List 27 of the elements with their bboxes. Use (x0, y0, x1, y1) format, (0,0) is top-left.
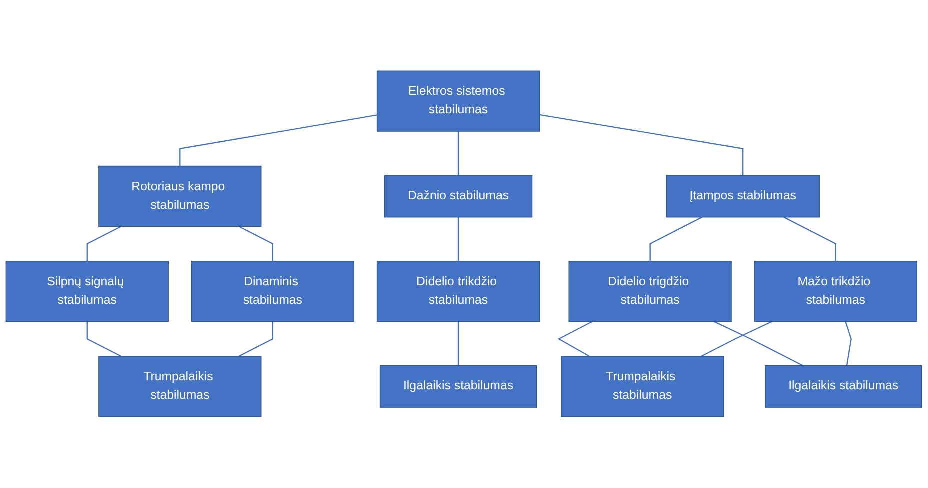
node-box: Elektros sistemos stabilumas (376, 70, 540, 132)
connector (784, 216, 836, 262)
node-box: Silpnų signalų stabilumas (6, 261, 169, 322)
node-box: Rotoriaus kampo stabilumas (98, 166, 262, 227)
connector (458, 132, 460, 176)
connector (540, 114, 744, 176)
connector (238, 226, 274, 262)
connector (845, 322, 852, 366)
node-box: Trumpalaikis stabilumas (98, 356, 262, 418)
node-box: Dažnio stabilumas (384, 175, 533, 218)
node-box: Trumpalaikis stabilumas (561, 356, 724, 418)
node-box: Mažo trikdžio stabilumas (754, 261, 918, 322)
connector (714, 321, 804, 366)
node-box: Ilgalaikis stabilumas (380, 365, 538, 408)
connector (180, 114, 378, 166)
node-box: Ilgalaikis stabilumas (765, 365, 922, 408)
connector (458, 217, 460, 262)
connector (86, 226, 122, 262)
connector (701, 321, 772, 358)
node-box: Didelio trigdžio stabilumas (568, 261, 732, 322)
node-box: Dinaminis stabilumas (191, 261, 355, 322)
connector (238, 322, 274, 358)
connector (86, 322, 122, 358)
node-box: Didelio trikdžio stabilumas (376, 261, 540, 322)
node-box: Įtampos stabilumas (666, 175, 820, 218)
connector (650, 216, 703, 262)
connector (458, 322, 460, 366)
